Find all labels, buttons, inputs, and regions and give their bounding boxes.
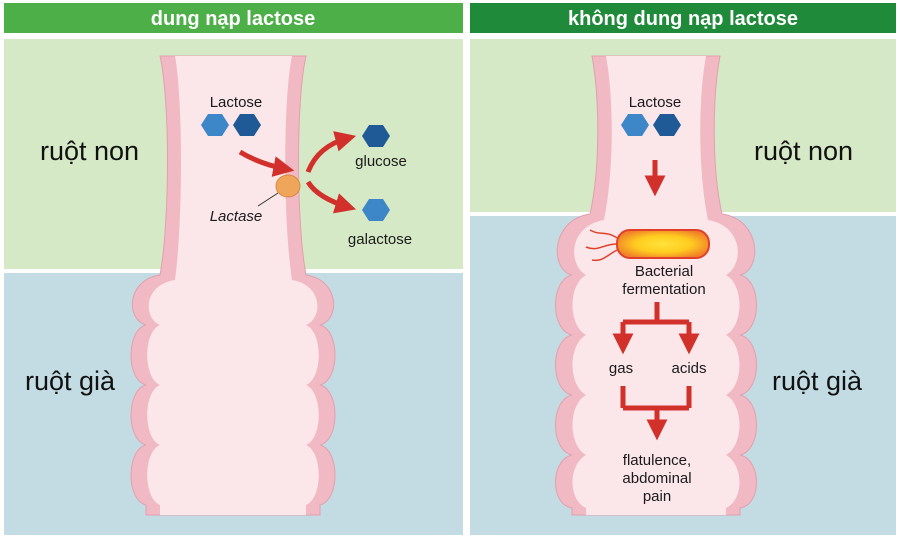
result-label-line1: flatulence, [623, 452, 691, 469]
right-lactose-label: Lactose [629, 94, 682, 111]
left-region-large-label: ruột già [25, 366, 116, 396]
right-lactose-hexagon-1 [621, 114, 649, 136]
bacteria-label-line2: fermentation [622, 281, 705, 298]
arrow-to-glucose [305, 131, 357, 173]
bacteria-label-line1: Bacterial [635, 263, 693, 280]
right-header-title: không dung nạp lactose [568, 8, 798, 30]
left-arrow-to-enzyme [238, 149, 295, 177]
result-label-line3: pain [643, 488, 671, 505]
lactase-enzyme [275, 174, 301, 198]
glucose-hexagon [362, 125, 390, 147]
glucose-label: glucose [355, 153, 407, 170]
merge-arrow [620, 386, 692, 428]
bacterium-flagella [585, 229, 618, 262]
right-intestine-lumen [572, 56, 740, 515]
left-lactose-label: Lactose [210, 94, 263, 111]
galactose-label: galactose [348, 231, 412, 248]
right-region-small-label: ruột non [754, 136, 853, 166]
lactase-label: Lactase [210, 208, 263, 225]
galactose-hexagon [362, 199, 390, 221]
arrow-to-galactose [305, 180, 357, 214]
left-lactose-hexagon-1 [201, 114, 229, 136]
split-arrow [620, 302, 692, 344]
right-panel: không dung nạp lactose ruột non ruột già… [470, 3, 896, 535]
gas-label: gas [609, 360, 633, 377]
result-label-line2: abdominal [622, 470, 691, 487]
right-header-bar [470, 3, 896, 33]
left-region-small-label: ruột non [40, 136, 139, 166]
left-header-bar [4, 3, 463, 33]
acids-label: acids [671, 360, 706, 377]
lactase-pointer-line [257, 192, 279, 207]
right-region-large-label: ruột già [772, 366, 863, 396]
bacterium [616, 229, 710, 259]
left-lactose-hexagon-2 [233, 114, 261, 136]
right-lactose-hexagon-2 [653, 114, 681, 136]
left-header-title: dung nạp lactose [151, 8, 315, 30]
left-panel: dung nạp lactose ruột non ruột già Lacto… [4, 3, 463, 535]
